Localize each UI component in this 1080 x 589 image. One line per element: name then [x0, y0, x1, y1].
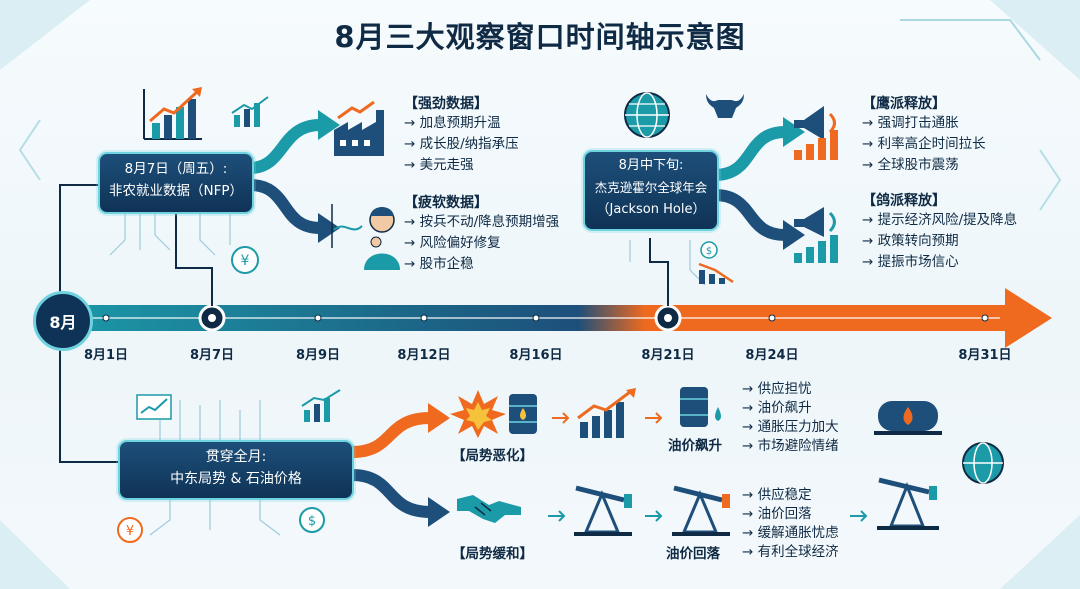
nfp-node: 8月7日（周五）: 非农就业数据（NFP） — [98, 152, 254, 214]
list-item: 强调打击通胀 — [862, 113, 986, 134]
svg-text:¥: ¥ — [241, 253, 250, 269]
list-item: 油价回落 — [742, 505, 839, 524]
handshake-icon — [457, 495, 521, 523]
nfp-weak-title: 【疲软数据】 — [404, 195, 488, 211]
list-item: 提振市场信心 — [862, 252, 1017, 273]
mideast-worse-oil-label: 油价飙升 — [668, 438, 722, 454]
list-item: 政策转向预期 — [862, 231, 1017, 252]
list-item: 风险偏好修复 — [404, 233, 559, 254]
tick-label: 8月1日 — [83, 348, 129, 363]
dollar-coin-icon: $ — [299, 507, 325, 533]
nfp-weak-block: 【疲软数据】 按兵不动/降息预期增强 风险偏好修复 股市企稳 — [404, 192, 559, 275]
bar-chart-icon — [231, 96, 269, 127]
oil-pump-icon — [877, 477, 939, 530]
jackson-dove-block: 【鸽派释放】 提示经济风险/提及降息 政策转向预期 提振市场信心 — [862, 190, 1017, 273]
tick-label: 8月9日 — [295, 348, 341, 363]
mideast-ease-oil-label: 油价回落 — [666, 546, 720, 562]
nfp-date: 8月7日（周五）: — [124, 161, 228, 177]
mideast-date: 贯穿全月: — [205, 449, 267, 465]
megaphone-icon — [794, 207, 838, 263]
svg-text:$: $ — [308, 514, 316, 529]
nfp-title: 非农就业数据（NFP） — [108, 183, 243, 199]
page-title: 8月三大观察窗口时间轴示意图 — [334, 20, 746, 54]
jackson-date: 8月中下旬: — [618, 158, 684, 173]
jackson-dove-title: 【鸽派释放】 — [862, 193, 946, 209]
globe-icon — [624, 92, 670, 138]
yen-coin-icon: ¥ — [117, 517, 143, 543]
nfp-strong-title: 【强劲数据】 — [404, 96, 488, 112]
mideast-worse-label: 【局势恶化】 — [452, 448, 533, 464]
oil-barrel-icon — [680, 387, 721, 427]
jackson-node: 8月中下旬: 杰克逊霍尔全球年会 （Jackson Hole） — [583, 150, 719, 231]
yen-coin-icon: ¥ — [231, 246, 259, 274]
down-chart-icon: $ — [698, 241, 734, 284]
tick-label: 8月7日 — [189, 348, 235, 363]
jackson-hawk-block: 【鹰派释放】 强调打击通胀 利率高企时间拉长 全球股市震荡 — [862, 93, 986, 176]
list-item: 股市企稳 — [404, 254, 559, 275]
tick-label: 8月16日 — [509, 348, 563, 363]
list-item: 加息预期升温 — [404, 113, 519, 134]
megaphone-icon — [794, 106, 838, 160]
list-item: 市场避险情绪 — [742, 437, 839, 456]
svg-text:¥: ¥ — [126, 524, 134, 539]
list-item: 按兵不动/降息预期增强 — [404, 212, 560, 233]
list-item: 缓解通胀忧虑 — [742, 524, 839, 543]
svg-text:$: $ — [706, 246, 712, 257]
mideast-ease-label: 【局势缓和】 — [452, 546, 533, 562]
list-item: 美元走强 — [404, 155, 519, 176]
tick-label: 8月21日 — [641, 348, 695, 363]
list-item: 供应担忧 — [742, 380, 839, 399]
factory-icon — [334, 100, 384, 156]
bar-chart-icon — [143, 87, 202, 140]
oil-pump-icon — [672, 485, 730, 536]
list-item: 成长股/纳指承压 — [404, 134, 519, 155]
oil-tank-icon — [874, 401, 942, 435]
jackson-hawk-title: 【鹰派释放】 — [862, 96, 946, 112]
month-badge-label: 8月 — [49, 313, 77, 332]
nfp-strong-block: 【强劲数据】 加息预期升温 成长股/纳指承压 美元走强 — [404, 93, 519, 176]
bar-chart-icon — [577, 388, 636, 438]
oil-pump-icon — [574, 485, 632, 536]
bull-icon — [706, 94, 744, 118]
timeline-bar — [50, 288, 1052, 348]
tick-label: 8月24日 — [745, 348, 799, 363]
mideast-worse-list: 供应担忧 油价飙升 通胀压力加大 市场避险情绪 — [742, 380, 839, 456]
bar-chart-icon — [136, 394, 172, 420]
list-item: 提示经济风险/提及降息 — [862, 210, 1018, 231]
globe-icon — [962, 442, 1004, 484]
list-item: 有利全球经济 — [742, 543, 839, 562]
jackson-title: 杰克逊霍尔全球年会 — [594, 180, 708, 195]
thinking-person-icon — [331, 204, 400, 270]
mideast-ease-list: 供应稳定 油价回落 缓解通胀忧虑 有利全球经济 — [742, 486, 839, 562]
list-item: 油价飙升 — [742, 399, 839, 418]
bar-chart-icon — [301, 389, 341, 422]
jackson-subtitle: （Jackson Hole） — [596, 202, 706, 217]
list-item: 全球股市震荡 — [862, 155, 986, 176]
list-item: 通胀压力加大 — [742, 418, 839, 437]
list-item: 利率高企时间拉长 — [862, 134, 986, 155]
mideast-title: 中东局势 & 石油价格 — [170, 471, 302, 487]
oil-barrel-icon — [509, 394, 537, 434]
list-item: 供应稳定 — [742, 486, 839, 505]
tick-label: 8月31日 — [958, 348, 1012, 363]
month-badge: 8月 — [33, 291, 93, 351]
tick-label: 8月12日 — [397, 348, 451, 363]
explosion-icon — [450, 390, 506, 438]
mideast-node: 贯穿全月: 中东局势 & 石油价格 — [118, 440, 354, 500]
